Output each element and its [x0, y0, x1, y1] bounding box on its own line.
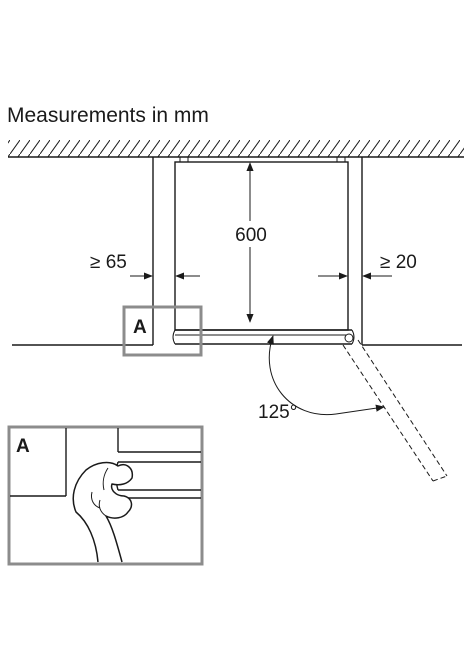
detail-label-a: A [16, 436, 30, 457]
depth-dimension [228, 162, 272, 323]
opened-door-outline [342, 333, 448, 482]
left-gap-value: ≥ 65 [90, 252, 127, 273]
depth-value: 600 [235, 225, 267, 246]
callout-box [122, 305, 203, 357]
appliance-door [172, 329, 355, 345]
right-gap-value: ≥ 20 [380, 252, 417, 273]
right-cabinet [361, 157, 462, 346]
door-angle-arc [266, 335, 385, 416]
wall-hatching [8, 140, 464, 158]
callout-marker-a: A [133, 317, 147, 338]
detail-view [7, 425, 204, 566]
diagram-title: Measurements in mm [7, 104, 209, 127]
left-cabinet [12, 157, 154, 346]
door-angle-value: 125° [258, 402, 297, 423]
hand-icon [72, 461, 134, 563]
